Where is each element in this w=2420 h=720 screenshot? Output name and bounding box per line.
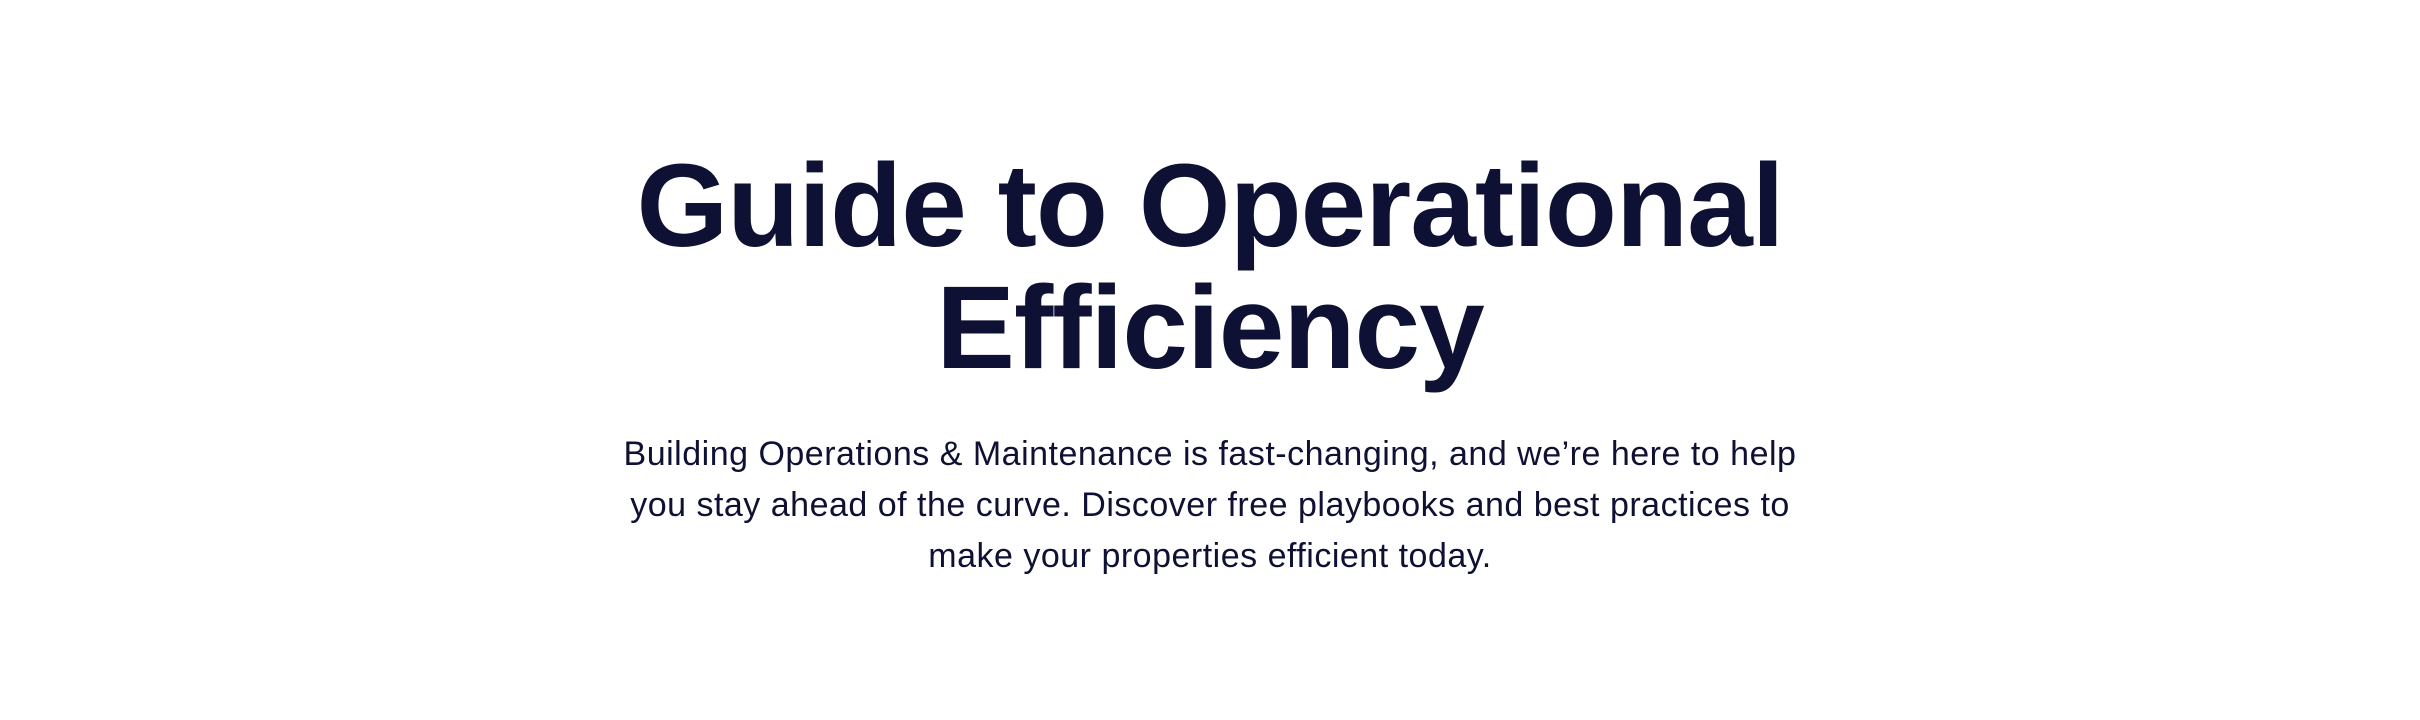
page-title: Guide to Operational Efficiency xyxy=(636,140,1785,394)
page-subtitle: Building Operations & Maintenance is fas… xyxy=(623,435,1797,575)
